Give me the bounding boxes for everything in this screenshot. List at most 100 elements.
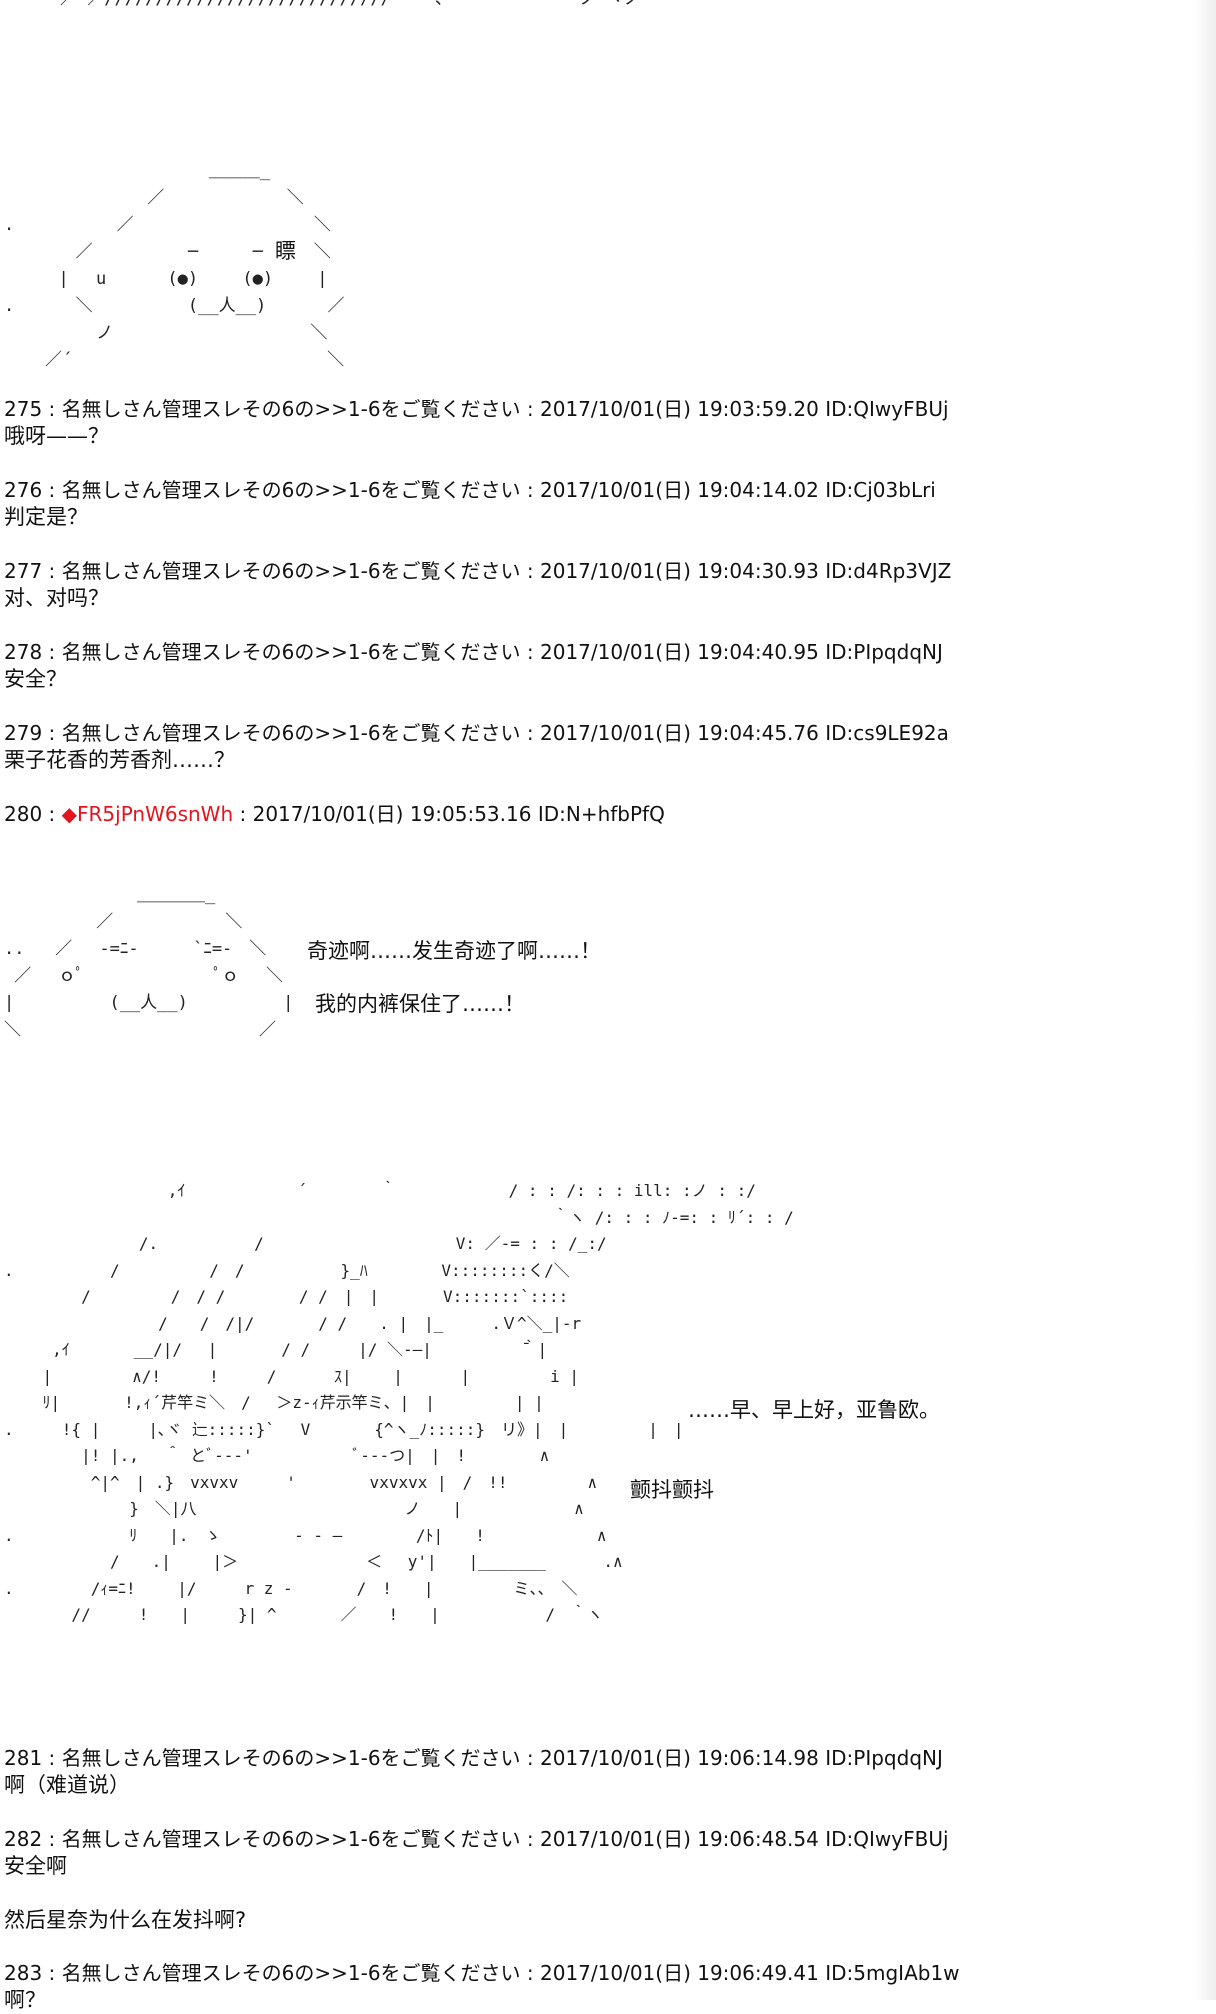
aa-line: ,ｲ ´ ｀ / : : /: : : ill: :ノ : :/ xyxy=(4,1181,756,1200)
aa-line: /. / V: ／-= : : /_:/ xyxy=(4,1234,607,1253)
poster-id: ID:N+hfbPfQ xyxy=(537,802,665,826)
aa-line: |! |., ＾ とﾞ--‐' ﾞ---つ| | ! ∧ xyxy=(4,1446,550,1465)
art-dialogue-line: 我的内裤保住了……！ xyxy=(315,992,525,1016)
scrollbar-track[interactable] xyxy=(1194,0,1216,2000)
post-header: 279 : 名無しさん管理スレその6の>>1-6をご覧ください : 2017/1… xyxy=(4,721,949,745)
poster-name: 名無しさん管理スレその6の>>1-6をご覧ください xyxy=(61,640,521,664)
post-date: 2017/10/01(日) 19:03:59.20 xyxy=(540,397,819,421)
aa-line: . ﾘ |. ゝ ‐ ‐ ― /ﾄ| ! ∧ xyxy=(4,1525,607,1545)
post-280: 280 : ◆FR5jPnW6snWh : 2017/10/01(日) 19:0… xyxy=(4,801,665,828)
post-date: 2017/10/01(日) 19:06:14.98 xyxy=(540,1746,819,1770)
post-date: 2017/10/01(日) 19:06:48.54 xyxy=(540,1827,819,1851)
post-date: 2017/10/01(日) 19:04:40.95 xyxy=(540,640,819,664)
post-276: 276 : 名無しさん管理スレその6の>>1-6をご覧ください : 2017/1… xyxy=(4,477,936,531)
aa-line: ／ ＼ xyxy=(4,188,304,208)
aa-line: / .| |＞ ＜ y'| |_______ .∧ xyxy=(4,1552,623,1571)
post-number: 279 xyxy=(4,721,43,745)
post-body: 安全啊 xyxy=(4,1854,67,1878)
post-header: 282 : 名無しさん管理スレその6の>>1-6をご覧ください : 2017/1… xyxy=(4,1827,949,1851)
post-body: 安全？ xyxy=(4,667,67,691)
aa-line: | u (●) (●) | xyxy=(4,269,328,289)
aa-line: ,ｲ __/|/ | / / |/ ＼-―| ̄｀| xyxy=(4,1340,548,1359)
aa-line: . /ｨ=ﾆ! |/ r z ‐ / ! | ミ、、 ＼ xyxy=(4,1578,578,1598)
aa-line: / / /|/ / / . | |_ .Ｖ^＼_|-r xyxy=(4,1313,582,1333)
post-number: 275 xyxy=(4,397,43,421)
aa-line: | ∧/! ! / ｽ| | | i | xyxy=(4,1366,580,1386)
post-date: 2017/10/01(日) 19:04:30.93 xyxy=(540,559,819,583)
post-283: 283 : 名無しさん管理スレその6の>>1-6をご覧ください : 2017/1… xyxy=(4,1960,960,2014)
poster-name: 名無しさん管理スレその6の>>1-6をご覧ください xyxy=(61,1827,521,1851)
post-date: 2017/10/01(日) 19:05:53.16 xyxy=(252,802,532,826)
art-dialogue-line: 奇迹啊……发生奇迹了啊……！ xyxy=(307,939,601,963)
aa-line: ノ ＼ xyxy=(4,323,328,343)
poster-name: 名無しさん管理スレその6の>>1-6をご覧ください xyxy=(61,1746,521,1770)
post-281: 281 : 名無しさん管理スレその6の>>1-6をご覧ください : 2017/1… xyxy=(4,1745,943,1799)
post-body: 哦呀——？ xyxy=(4,424,109,448)
post-body-extra: 然后星奈为什么在发抖啊? xyxy=(4,1908,247,1932)
aa-line: . ＼ (__人__) ／ xyxy=(4,296,345,316)
poster-name: 名無しさん管理スレその6の>>1-6をご覧ください xyxy=(61,478,521,502)
post-header: 275 : 名無しさん管理スレその6の>>1-6をご覧ください : 2017/1… xyxy=(4,397,949,421)
poster-name: 名無しさん管理スレその6の>>1-6をご覧ください xyxy=(61,721,521,745)
aa-line: . ／ ＼ xyxy=(4,215,331,235)
poster-name: 名無しさん管理スレその6の>>1-6をご覧ください xyxy=(61,1961,521,1985)
post-number: 280 xyxy=(4,802,43,826)
poster-id: ID:Cj03bLri xyxy=(825,478,936,502)
post-number: 278 xyxy=(4,640,43,664)
post-275: 275 : 名無しさん管理スレその6の>>1-6をご覧ください : 2017/1… xyxy=(4,396,949,450)
aa-line: ／ ｏﾟ ﾟｏ ＼ xyxy=(4,966,283,986)
aa-line: . / / / }_ﾊ V::::::::く/＼ xyxy=(4,1260,570,1280)
aa-line: / / / / / / | | V:::::::`:::: xyxy=(4,1287,569,1306)
aa-art-relief: ＿＿＿＿_ ／ ＼ .. ／ ‐=ﾆ- `ﾆ=‐ ＼ ／ ｏﾟ ﾟｏ ＼ | (… xyxy=(4,882,293,1044)
post-number: 281 xyxy=(4,1746,43,1770)
art-sfx-text: 瞟 xyxy=(275,239,296,263)
post-header: 281 : 名無しさん管理スレその6の>>1-6をご覧ください : 2017/1… xyxy=(4,1746,943,1770)
aa-line: . !{ | |､ヾ 辷:::::}` V {^ヽ_ﾉ:::::} リ》| | … xyxy=(4,1419,684,1439)
poster-id: ID:PIpqdqNJ xyxy=(825,640,943,664)
poster-id: ID:d4Rp3VJZ xyxy=(825,559,952,583)
aa-line: ^|^ | .} vxvxv ' vxvxvx | / !! ∧ xyxy=(4,1472,598,1492)
post-date: 2017/10/01(日) 19:04:45.76 xyxy=(540,721,819,745)
aa-line: ﾘ| !,ｨ´芹竿ミ＼ / ＞z‐ｨ芹示竿ミ、| | | | xyxy=(4,1393,544,1412)
post-body: 啊（难道说） xyxy=(4,1773,130,1797)
art-sfx-text: 颤抖颤抖 xyxy=(630,1478,714,1502)
post-header: 280 : ◆FR5jPnW6snWh : 2017/10/01(日) 19:0… xyxy=(4,802,665,826)
post-body: 栗子花香的芳香剂……？ xyxy=(4,748,235,772)
poster-id: ID:QIwyFBUj xyxy=(825,1827,949,1851)
author-trip-link[interactable]: ◆FR5jPnW6snWh xyxy=(61,802,234,826)
poster-name: 名無しさん管理スレその6の>>1-6をご覧ください xyxy=(61,397,521,421)
post-number: 277 xyxy=(4,559,43,583)
art-dialogue-line: ……早、早上好，亚鲁欧。 xyxy=(688,1398,940,1422)
post-body: 判定是？ xyxy=(4,505,88,529)
post-number: 283 xyxy=(4,1961,43,1985)
post-body: 对、对吗？ xyxy=(4,586,109,610)
post-date: 2017/10/01(日) 19:06:49.41 xyxy=(540,1961,819,1985)
poster-id: ID:5mgIAb1w xyxy=(825,1961,960,1985)
aa-line: ＿＿＿＿_ xyxy=(4,885,216,905)
post-number: 282 xyxy=(4,1827,43,1851)
post-body: 啊？ xyxy=(4,1988,46,2012)
post-279: 279 : 名無しさん管理スレその6の>>1-6をご覧ください : 2017/1… xyxy=(4,720,949,774)
aa-line: } ＼|八 ノ | ∧ xyxy=(4,1499,584,1518)
aa-line: .. ／ ‐=ﾆ- `ﾆ=‐ ＼ xyxy=(4,939,267,959)
post-number: 276 xyxy=(4,478,43,502)
post-282: 282 : 名無しさん管理スレその6の>>1-6をご覧ください : 2017/1… xyxy=(4,1826,949,1934)
aa-line: ＿＿＿_ xyxy=(4,161,270,181)
post-header: 277 : 名無しさん管理スレその6の>>1-6をご覧ください : 2017/1… xyxy=(4,559,952,583)
post-header: 278 : 名無しさん管理スレその6の>>1-6をご覧ください : 2017/1… xyxy=(4,640,943,664)
poster-name: 名無しさん管理スレその6の>>1-6をご覧ください xyxy=(61,559,521,583)
post-277: 277 : 名無しさん管理スレその6の>>1-6をご覧ください : 2017/1… xyxy=(4,558,951,612)
poster-id: ID:PIpqdqNJ xyxy=(825,1746,943,1770)
aa-line: // ! | }| ^ ／ ! | / ｀ヽ xyxy=(4,1605,604,1624)
post-date: 2017/10/01(日) 19:04:14.02 xyxy=(540,478,819,502)
aa-line: ＼ ／ xyxy=(4,1020,276,1040)
art-fragment-top: ／ ／//////////////////////////// ￣ー、 ￣ ノ … xyxy=(60,0,641,13)
aa-art-trembling: ,ｲ ´ ｀ / : : /: : : ill: :ノ : :/ ｀ヽ /: :… xyxy=(4,1178,794,1629)
post-278: 278 : 名無しさん管理スレその6の>>1-6をご覧ください : 2017/1… xyxy=(4,639,943,693)
poster-id: ID:cs9LE92a xyxy=(825,721,949,745)
poster-id: ID:QIwyFBUj xyxy=(825,397,949,421)
post-header: 276 : 名無しさん管理スレその6の>>1-6をご覧ください : 2017/1… xyxy=(4,478,936,502)
aa-line: ／ ＼ xyxy=(4,912,243,932)
aa-line: ／ ─ ─ ＼ xyxy=(4,242,331,262)
aa-line: | (__人__) | xyxy=(4,993,294,1013)
